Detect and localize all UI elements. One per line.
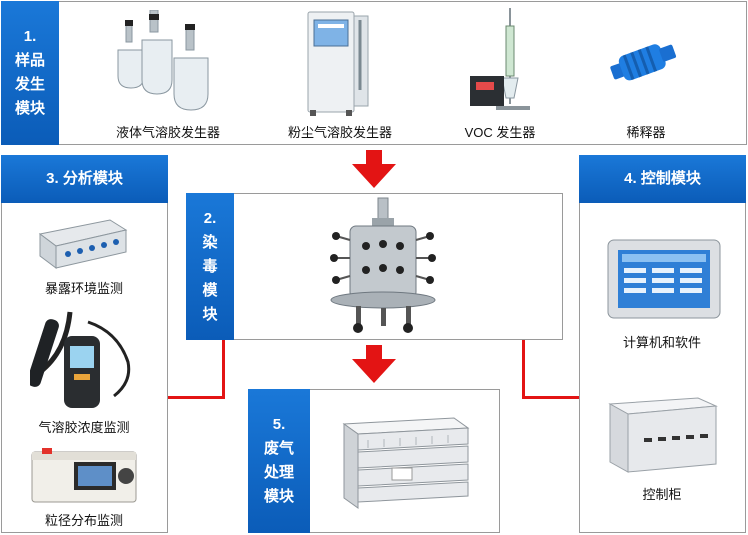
analysis-module-tag: 3. 分析模块 (1, 155, 168, 203)
liquid-aerosol-generator-label: 液体气溶胶发生器 (115, 125, 220, 140)
computer-software-icon (607, 239, 721, 319)
sample-module-tag: 1. 样品 发生 模块 (1, 1, 59, 145)
dust-aerosol-generator-label: 粉尘气溶胶发生器 (287, 125, 392, 140)
exhaust-filter-icon (342, 417, 470, 509)
computer-software-label: 计算机和软件 (622, 335, 701, 350)
voc-generator-label: VOC 发生器 (464, 125, 536, 140)
control-module-tag: 4. 控制模块 (579, 155, 746, 203)
control-cabinet-label: 控制柜 (642, 487, 682, 502)
exposure-module-tag: 2. 染 毒 模 块 (186, 193, 234, 340)
environment-monitor-icon (38, 219, 128, 269)
analysis-connector-vertical (222, 340, 225, 398)
analysis-connector-horizontal (168, 396, 225, 399)
diluter-icon (610, 44, 677, 81)
exhaust-module-tag: 5. 废气 处理 模块 (248, 389, 310, 533)
analysis-module-title: 3. 分析模块 (46, 170, 123, 187)
exposure-module-title: 2. 染 毒 模 块 (202, 209, 218, 323)
particle-size-analyzer-label: 粒径分布监测 (44, 513, 123, 528)
aerosol-concentration-meter-label: 气溶胶浓度监测 (38, 420, 130, 435)
sample-module-title: 1. 样品 发生 模块 (14, 28, 45, 117)
control-module-title: 4. 控制模块 (624, 170, 701, 187)
environment-monitor-label: 暴露环境监测 (44, 281, 123, 296)
aerosol-concentration-meter-icon (30, 311, 131, 408)
control-connector-vertical (522, 340, 525, 398)
particle-size-analyzer-icon (31, 448, 137, 503)
control-module-panel (579, 155, 746, 533)
arrow-down-icon (352, 345, 396, 383)
voc-generator-icon (470, 8, 530, 110)
dust-aerosol-generator-icon (307, 11, 369, 116)
liquid-aerosol-generator-icon (117, 10, 209, 111)
diluter-label: 稀释器 (626, 125, 666, 140)
arrow-down-icon (352, 150, 396, 188)
control-cabinet-icon (608, 397, 718, 473)
exposure-chamber-icon (330, 197, 436, 333)
control-connector-horizontal (522, 396, 579, 399)
exhaust-module-title: 5. 废气 处理 模块 (263, 416, 294, 505)
